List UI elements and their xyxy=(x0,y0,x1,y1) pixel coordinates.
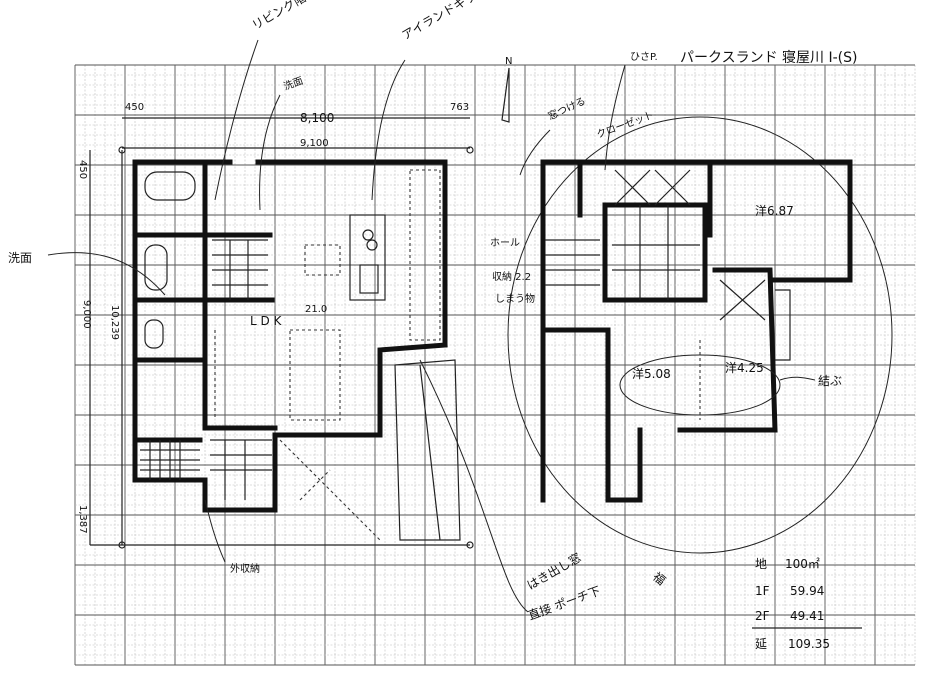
dim-left-inner: 10,239 xyxy=(109,305,120,340)
dim-left-top: 450 xyxy=(77,160,88,179)
note-island-kitchen: アイランドキッチン xyxy=(400,0,500,43)
note-washroom-top: 洗面 xyxy=(282,75,305,93)
note-washroom-left: 洗面 xyxy=(8,251,32,265)
note-eaves: ひさP. xyxy=(630,51,658,63)
second-floor-plan: 洋6.87 洋5.08 洋4.25 ひさP. 窓つける クローゼット ホール 収… xyxy=(490,51,893,588)
area-row-land: 地 100㎡ xyxy=(755,557,820,571)
area-table: 地 100㎡ 1F 59.94 2F 49.41 延 109.35 xyxy=(752,557,862,651)
room-western-1-label: 洋6.87 xyxy=(755,203,794,218)
dim-top-right: 763 xyxy=(450,102,469,113)
ldk-size: 21.0 xyxy=(305,304,327,315)
note-outdoor-storage: 外収納 xyxy=(230,562,260,575)
dim-top-total: 8,100 xyxy=(300,111,334,125)
svg-text:1F: 1F xyxy=(755,584,770,598)
svg-text:2F: 2F xyxy=(755,609,770,623)
room-western-3-label: 洋4.25 xyxy=(725,360,764,375)
room-western-2-label: 洋5.08 xyxy=(632,366,671,381)
dim-top-overall: 9,100 xyxy=(300,138,329,149)
note-add-window: 窓つける xyxy=(546,94,588,123)
area-row-2f: 2F 49.41 xyxy=(755,609,824,623)
svg-text:延: 延 xyxy=(755,637,767,651)
note-storage: 収納 2.2 xyxy=(492,270,531,283)
north-arrow-icon: N xyxy=(501,56,512,123)
svg-text:地: 地 xyxy=(755,557,767,571)
svg-text:100㎡: 100㎡ xyxy=(785,557,820,571)
note-storage2: しまう物 xyxy=(495,292,535,305)
dim-left-bottom: 1,387 xyxy=(77,505,88,534)
plan-title: パークスランド 寝屋川 I-(S) xyxy=(680,49,857,66)
svg-text:49.41: 49.41 xyxy=(790,609,824,623)
graph-paper-grid xyxy=(74,64,916,666)
dim-top-left: 450 xyxy=(125,102,144,113)
note-living-stairs: リビング階段 xyxy=(249,0,319,33)
note-connect: 結ぶ xyxy=(818,374,842,388)
north-label: N xyxy=(505,56,512,67)
area-row-total: 延 109.35 xyxy=(755,637,830,651)
svg-text:109.35: 109.35 xyxy=(788,637,830,651)
area-row-1f: 1F 59.94 xyxy=(755,584,824,598)
ldk-label: L D K xyxy=(250,314,283,328)
svg-text:59.94: 59.94 xyxy=(790,584,824,598)
note-hall: ホール xyxy=(490,237,520,249)
dim-left-total: 9,000 xyxy=(81,300,92,329)
